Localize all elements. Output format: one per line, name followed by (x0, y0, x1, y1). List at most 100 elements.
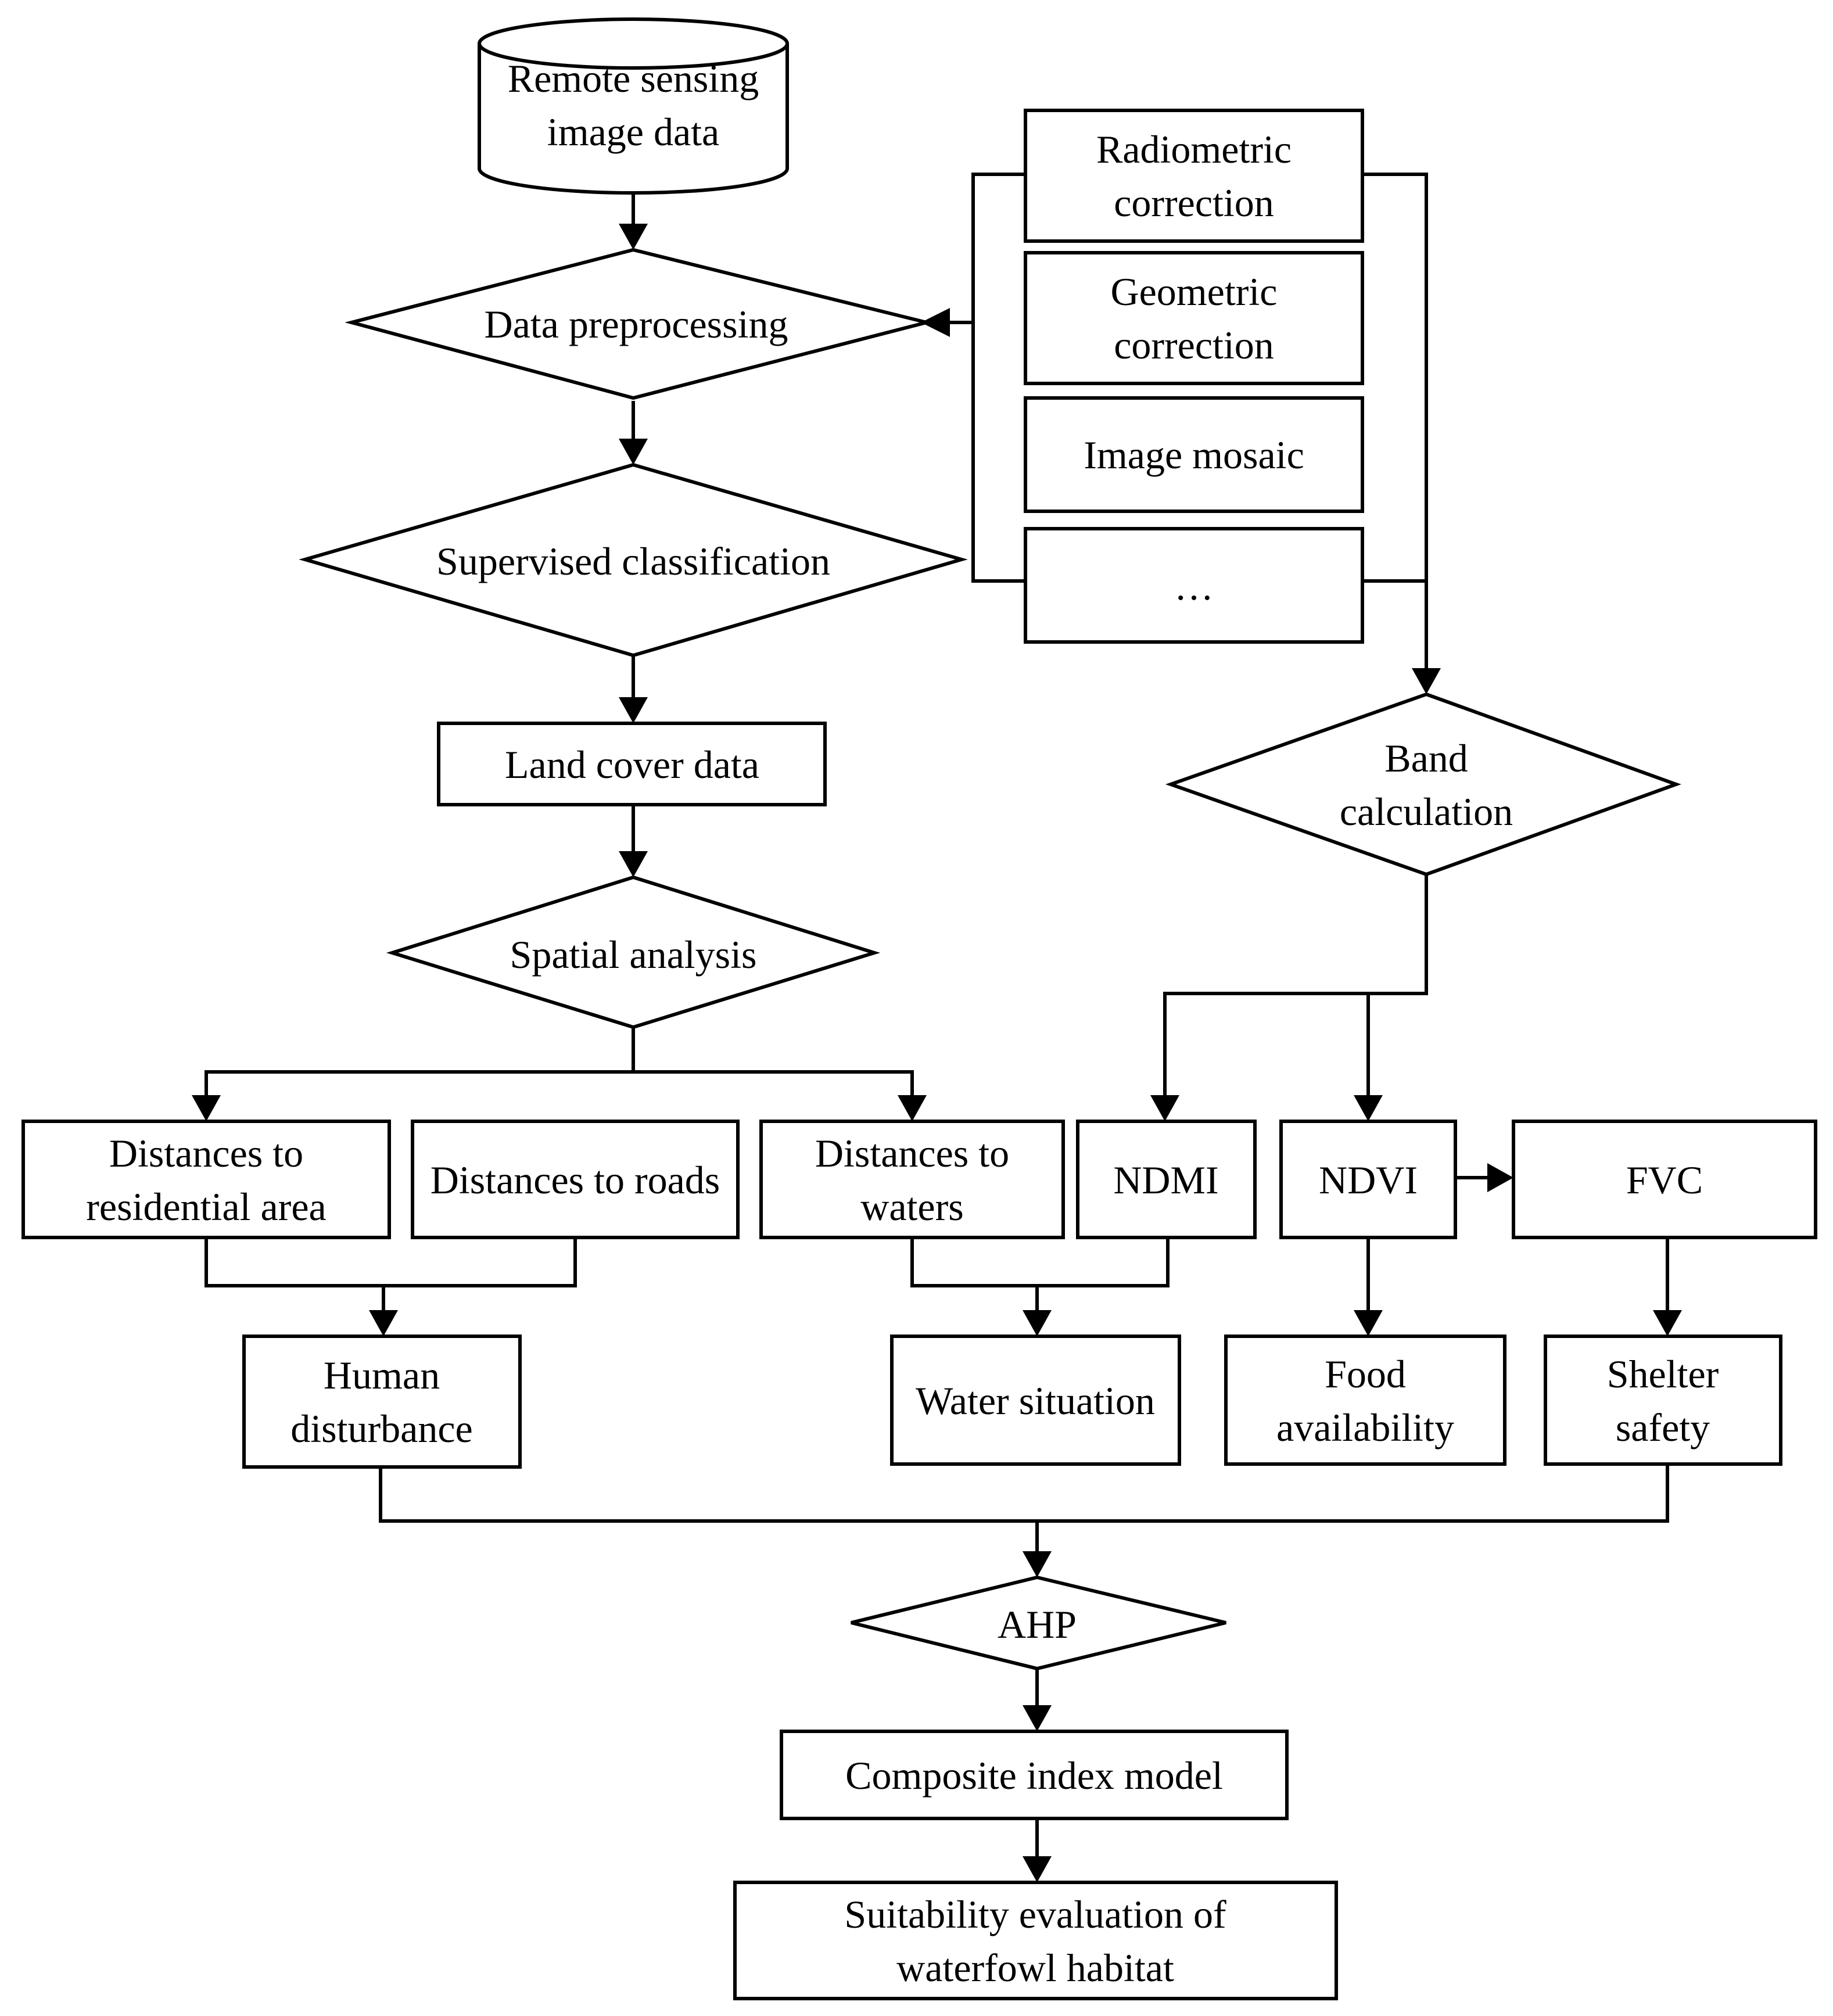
label-line: calculation (1340, 790, 1513, 834)
merge-to-human-disturbance (205, 1237, 577, 1287)
arrowhead (192, 1095, 221, 1121)
composite-index-model-node: Composite index model (780, 1730, 1289, 1820)
label-line: Data preprocessing (484, 302, 788, 346)
ahp-label: AHP (998, 1602, 1077, 1646)
fvc-node: FVC (1512, 1120, 1817, 1239)
arrowhead (619, 851, 648, 877)
arrowhead (619, 697, 648, 723)
shelter-safety-label: Shelter safety (1607, 1352, 1719, 1450)
arrowhead (1023, 1551, 1052, 1577)
remote-sensing-image-data-node: Remote sensing image data (478, 17, 789, 195)
label-line: … (1174, 564, 1214, 608)
arrowhead (1150, 1095, 1179, 1121)
water-situation-node: Water situation (890, 1335, 1181, 1466)
label-line: Supervised classification (436, 539, 830, 583)
radiometric-correction-label: Radiometric correction (1096, 127, 1292, 225)
remote-sensing-label: Remote sensing image data (508, 56, 759, 154)
land-cover-data-node: Land cover data (437, 722, 827, 806)
indicator-merge-line (379, 1464, 1669, 1523)
label-line: correction (1114, 323, 1274, 367)
supervised-classification-label: Supervised classification (436, 539, 830, 583)
distances-to-roads-label: Distances to roads (431, 1158, 720, 1202)
label-line: availability (1276, 1405, 1454, 1450)
label-line: Distances to (815, 1131, 1009, 1175)
more-steps-node: … (1024, 527, 1364, 644)
label-line: waterfowl habitat (896, 1946, 1174, 1990)
human-disturbance-node: Human disturbance (242, 1335, 522, 1469)
arrowhead (1023, 1856, 1052, 1882)
label-line: residential area (86, 1185, 326, 1229)
label-line: image data (547, 110, 719, 154)
label-line: Food (1325, 1352, 1406, 1396)
label-line: Water situation (916, 1379, 1155, 1423)
label-line: Human (324, 1353, 440, 1397)
label-line: FVC (1626, 1158, 1703, 1202)
merge-to-water-situation (910, 1237, 1170, 1287)
arrowhead (1023, 1310, 1052, 1336)
radiometric-correction-node: Radiometric correction (1024, 109, 1364, 243)
label-line: correction (1114, 181, 1274, 225)
label-line: Remote sensing (508, 56, 759, 101)
water-situation-label: Water situation (916, 1379, 1155, 1423)
label-line: Spatial analysis (510, 932, 757, 977)
label-line: Distances to roads (431, 1158, 720, 1202)
label-line: safety (1616, 1405, 1710, 1450)
arrowhead (619, 439, 648, 465)
ndmi-label: NDMI (1113, 1158, 1218, 1202)
data-preprocessing-node: Data preprocessing (345, 247, 927, 400)
more-steps-label: … (1174, 564, 1214, 608)
fvc-label: FVC (1626, 1158, 1703, 1202)
arrowhead (1412, 668, 1441, 694)
label-line: disturbance (290, 1407, 472, 1451)
arrowhead (1354, 1310, 1383, 1336)
label-line: NDMI (1113, 1158, 1218, 1202)
distances-to-waters-label: Distances to waters (815, 1131, 1009, 1229)
arrowhead (1487, 1163, 1513, 1192)
arrowhead (1653, 1310, 1682, 1336)
band-calculation-branch (1163, 874, 1428, 1118)
arrowheads (192, 224, 1682, 1882)
composite-index-model-label: Composite index model (845, 1753, 1223, 1798)
distances-to-residential-area-node: Distances to residential area (21, 1120, 391, 1239)
spatial-analysis-branch (205, 1027, 635, 1118)
geometric-correction-label: Geometric correction (1111, 270, 1278, 367)
label-line: Radiometric (1096, 127, 1292, 171)
label-line: Band (1384, 736, 1468, 780)
label-line: waters (860, 1185, 963, 1229)
ndmi-node: NDMI (1076, 1120, 1257, 1239)
geometric-correction-node: Geometric correction (1024, 251, 1364, 385)
supervised-classification-node: Supervised classification (299, 462, 968, 658)
image-mosaic-label: Image mosaic (1084, 433, 1304, 477)
land-cover-data-label: Land cover data (505, 742, 759, 787)
label-line: Geometric (1111, 270, 1278, 314)
distances-to-residential-area-label: Distances to residential area (86, 1131, 326, 1229)
label-line: Land cover data (505, 742, 759, 787)
preprocessing-steps-bracket-left (971, 173, 1025, 583)
shelter-safety-node: Shelter safety (1544, 1335, 1782, 1466)
ndvi-node: NDVI (1279, 1120, 1457, 1239)
spatial-analysis-label: Spatial analysis (510, 932, 757, 977)
arrowhead (921, 308, 950, 337)
arrow-spatial-to-waters (633, 1070, 914, 1118)
arrowhead (369, 1310, 398, 1336)
label-line: Image mosaic (1084, 433, 1304, 477)
label-line: AHP (998, 1602, 1077, 1646)
band-calculation-node: Band calculation (1165, 692, 1681, 877)
data-preprocessing-label: Data preprocessing (484, 302, 788, 346)
image-mosaic-node: Image mosaic (1024, 396, 1364, 513)
arrowhead (1354, 1095, 1383, 1121)
ndvi-label: NDVI (1319, 1158, 1418, 1202)
label-line: NDVI (1319, 1158, 1418, 1202)
arrowhead (1023, 1705, 1052, 1731)
food-availability-label: Food availability (1276, 1352, 1454, 1450)
label-line: Shelter (1607, 1352, 1719, 1396)
arrowhead (898, 1095, 927, 1121)
label-line: Distances to (109, 1131, 303, 1175)
distances-to-waters-node: Distances to waters (759, 1120, 1065, 1239)
arrowhead (619, 224, 648, 250)
human-disturbance-label: Human disturbance (290, 1353, 472, 1451)
ahp-node: AHP (851, 1575, 1226, 1671)
